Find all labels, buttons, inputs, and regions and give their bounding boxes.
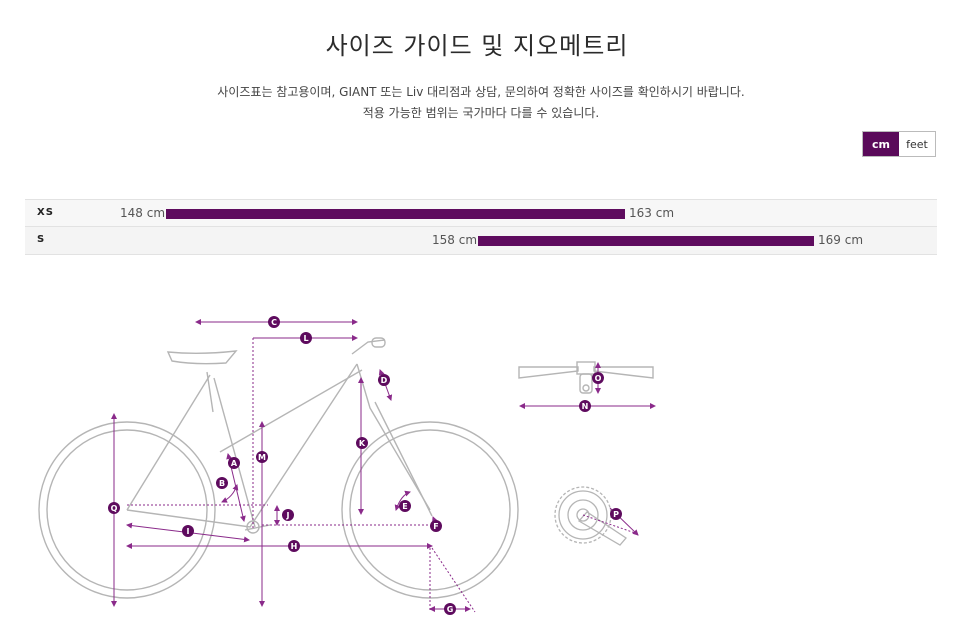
description-line-2: 적용 가능한 범위는 국가마다 다를 수 있습니다. bbox=[362, 106, 600, 120]
marker-k: K bbox=[356, 437, 368, 449]
size-min-label: 148 cm bbox=[120, 206, 166, 220]
unit-cm-button[interactable]: cm bbox=[863, 132, 899, 156]
size-row-xs: XS 148 cm 163 cm bbox=[25, 199, 937, 226]
svg-text:B: B bbox=[219, 479, 225, 488]
svg-text:J: J bbox=[286, 511, 290, 520]
svg-text:L: L bbox=[303, 334, 308, 343]
marker-l: L bbox=[300, 332, 312, 344]
svg-text:M: M bbox=[258, 453, 266, 462]
dimension-lines bbox=[111, 319, 656, 613]
svg-text:H: H bbox=[291, 542, 298, 551]
svg-text:P: P bbox=[613, 510, 619, 519]
marker-j: J bbox=[282, 509, 294, 521]
marker-c: C bbox=[268, 316, 280, 328]
marker-q: Q bbox=[108, 502, 120, 514]
marker-i: I bbox=[182, 525, 194, 537]
bike-illustration bbox=[38, 337, 519, 599]
marker-b: B bbox=[216, 477, 228, 489]
svg-text:N: N bbox=[582, 402, 589, 411]
svg-text:K: K bbox=[359, 439, 366, 448]
marker-g: G bbox=[444, 603, 456, 615]
marker-n: N bbox=[579, 400, 591, 412]
svg-text:G: G bbox=[447, 605, 454, 614]
size-max-label: 163 cm bbox=[629, 206, 675, 220]
description: 사이즈표는 참고용이며, GIANT 또는 Liv 대리점과 상담, 문의하여 … bbox=[0, 82, 954, 124]
size-row-s: S 158 cm 169 cm bbox=[25, 226, 937, 255]
svg-text:D: D bbox=[381, 376, 388, 385]
marker-h: H bbox=[288, 540, 300, 552]
marker-e: E bbox=[399, 500, 411, 512]
marker-m: M bbox=[256, 451, 268, 463]
svg-text:F: F bbox=[433, 522, 438, 531]
size-range-bar bbox=[166, 209, 625, 219]
svg-text:C: C bbox=[271, 318, 277, 327]
marker-o: O bbox=[592, 372, 604, 384]
svg-text:Q: Q bbox=[111, 504, 118, 513]
size-max-label: 169 cm bbox=[818, 233, 864, 247]
page-title: 사이즈 가이드 및 지오메트리 bbox=[325, 32, 629, 60]
svg-text:O: O bbox=[595, 374, 602, 383]
geometry-markers: C L D K M A B E J Q F I H G O N P bbox=[108, 316, 622, 615]
svg-text:I: I bbox=[187, 527, 190, 536]
marker-p: P bbox=[610, 508, 622, 520]
size-min-label: 158 cm bbox=[432, 233, 478, 247]
unit-feet-button[interactable]: feet bbox=[899, 132, 935, 156]
marker-d: D bbox=[378, 374, 390, 386]
handlebar-illustration bbox=[518, 361, 654, 394]
marker-a: A bbox=[228, 457, 240, 469]
svg-text:E: E bbox=[402, 502, 407, 511]
marker-f: F bbox=[430, 520, 442, 532]
size-label: XS bbox=[37, 207, 54, 218]
size-range-table: XS 148 cm 163 cm S 158 cm 169 cm bbox=[25, 199, 937, 255]
size-range-bar bbox=[478, 236, 814, 246]
description-line-1: 사이즈표는 참고용이며, GIANT 또는 Liv 대리점과 상담, 문의하여 … bbox=[217, 85, 745, 99]
size-label: S bbox=[37, 234, 46, 245]
unit-toggle: cm feet bbox=[862, 131, 936, 157]
geometry-diagram: C L D K M A B E J Q F I H G O N P bbox=[38, 316, 656, 615]
svg-text:A: A bbox=[231, 459, 238, 468]
